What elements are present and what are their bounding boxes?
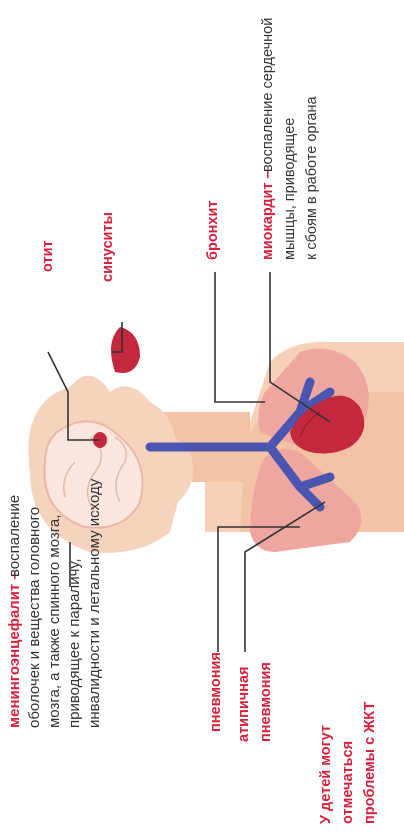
label-myocarditis: миокардит – [260,170,277,260]
sinus-shape [111,327,140,373]
label-sinusity: синуситы [100,212,117,282]
label-myocard-desc-3: к сбоям в работе органа [304,96,321,260]
label-otit: отит [40,240,57,272]
label-gi-3: проблемы с ЖКТ [362,702,379,824]
label-atypical-2: пневмония [258,662,275,742]
label-gi-1: У детей могут [318,725,335,824]
label-myocard-desc-1: воспаление сердечной [260,18,277,172]
label-meningo-desc-1: воспаление [6,495,23,577]
label-myocard-desc-2: мышцы, приводящее [282,118,299,260]
label-meningoencephalitis: менингоэнцефалит – [6,571,23,728]
label-meningo-desc-2: оболочек и вещества головного [26,507,43,728]
label-atypical-1: атипичная [236,667,253,742]
label-pneumonia: пневмония [208,652,225,732]
label-meningo-desc-4: приводящее к параличу, [66,558,83,728]
label-meningo-desc-5: инвалидности и летальному исходу [86,479,103,728]
label-gi-2: отмечаться [340,741,357,824]
line-bronchit [215,272,265,402]
label-meningo-desc-3: мозга, а также спинного мозга, [46,515,63,728]
label-bronchit: бронхит [205,200,222,260]
